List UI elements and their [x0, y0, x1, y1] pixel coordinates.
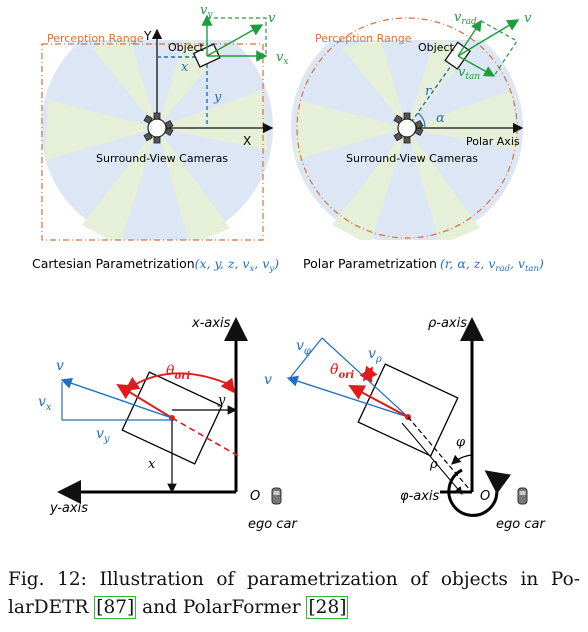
ego-car-icon	[517, 487, 528, 505]
heading-vector	[348, 385, 409, 418]
phi-arc	[451, 454, 473, 465]
rho-line	[407, 416, 471, 491]
r-distance-line	[406, 55, 459, 129]
velocity-vector	[286, 375, 409, 418]
caption-text-prefix: Fig. 12: Illustration of parametrization…	[8, 569, 580, 618]
x-axis-label: x-axis	[191, 316, 231, 331]
axis-x-label: X	[243, 134, 251, 148]
alpha-arc	[417, 112, 426, 129]
phi-axis-label: φ-axis	[400, 489, 440, 504]
cameras-label: Surround-View Cameras	[346, 152, 478, 165]
vel-vy-label: vy	[200, 3, 213, 20]
origin-label: O	[480, 489, 490, 504]
vel-v-label: v	[268, 11, 276, 26]
heading-dash	[171, 417, 241, 458]
var-x-label: x	[148, 457, 156, 472]
caption-text-middle: and PolarFormer	[136, 597, 307, 618]
theta-label: θori	[166, 363, 190, 382]
axis-y-label: Y	[143, 29, 152, 43]
polar-panel: Perception Range Polar Axis r α Object v…	[291, 10, 544, 274]
origin-label: O	[250, 489, 260, 504]
var-alpha-label: α	[436, 111, 445, 126]
cartesian-panel: Perception Range Y X x y Object v vy vx …	[32, 3, 288, 274]
v-label: v	[264, 372, 272, 388]
bottom-left-panel: x-axis y-axis O ego car θori y x v vx vy	[38, 316, 298, 532]
vrho-label: vρ	[368, 346, 382, 365]
var-y-label: y	[217, 393, 226, 408]
citation-87-link[interactable]: [87]	[94, 596, 137, 619]
figure: Perception Range Y X x y Object v vy vx …	[32, 3, 546, 532]
vel-v-label: v	[524, 11, 532, 26]
object-label: Object	[418, 41, 455, 54]
theta-arc	[359, 365, 378, 383]
perception-range-label: Perception Range	[47, 32, 144, 45]
cartesian-subtitle: Cartesian Parametrization(x, y, z, vx, v…	[32, 256, 279, 274]
velocity-vector	[60, 377, 173, 419]
theta-label: θ̄ori	[330, 362, 354, 381]
vphi-label: vφ	[296, 338, 311, 357]
object-box	[357, 363, 459, 457]
rho-dim-line	[401, 422, 463, 495]
var-x-label: x	[181, 60, 189, 75]
ego-car-label: ego car	[248, 517, 298, 532]
object-label: Object	[168, 41, 205, 54]
ego-car-label: ego car	[496, 517, 546, 532]
camera-rig-icon	[393, 112, 424, 144]
theta-arc	[124, 372, 236, 394]
ego-car-icon	[271, 487, 282, 505]
bottom-right-panel: ρ-axis φ-axis O ego car ρ φ θ̄ori v vφ v…	[264, 316, 546, 532]
camera-sectors	[295, 40, 518, 240]
vel-vtan-label: vtan	[458, 65, 480, 82]
vrad-vector	[457, 19, 482, 57]
rho-axis-label: ρ-axis	[428, 316, 467, 331]
vy-label: vy	[96, 426, 110, 445]
polar-axis-label: Polar Axis	[466, 135, 520, 148]
cameras-label: Surround-View Cameras	[96, 152, 228, 165]
rho-label: ρ	[429, 457, 438, 472]
var-y-label: y	[213, 90, 222, 105]
citation-28-link[interactable]: [28]	[306, 596, 349, 619]
perception-range-label: Perception Range	[315, 32, 412, 45]
camera-rig-icon	[143, 112, 174, 144]
velocity-projection-box	[207, 17, 267, 56]
velocity-vector	[206, 24, 264, 57]
phi-label: φ	[456, 435, 466, 450]
vel-vx-label: vx	[276, 50, 288, 67]
vrho-line	[289, 337, 323, 379]
v-label: v	[56, 358, 64, 374]
y-axis-label: y-axis	[49, 501, 88, 516]
velocity-vector	[457, 19, 520, 57]
rotation-arc	[447, 468, 512, 517]
var-r-label: r	[425, 84, 432, 99]
vtan-vector	[457, 55, 496, 77]
figure-caption: Fig. 12: Illustration of parametrization…	[8, 566, 580, 622]
polar-subtitle: Polar Parametrization(r, α, z, vrad, vta…	[303, 256, 544, 274]
vx-label: vx	[38, 394, 52, 413]
vel-vrad-label: vrad	[454, 10, 477, 27]
